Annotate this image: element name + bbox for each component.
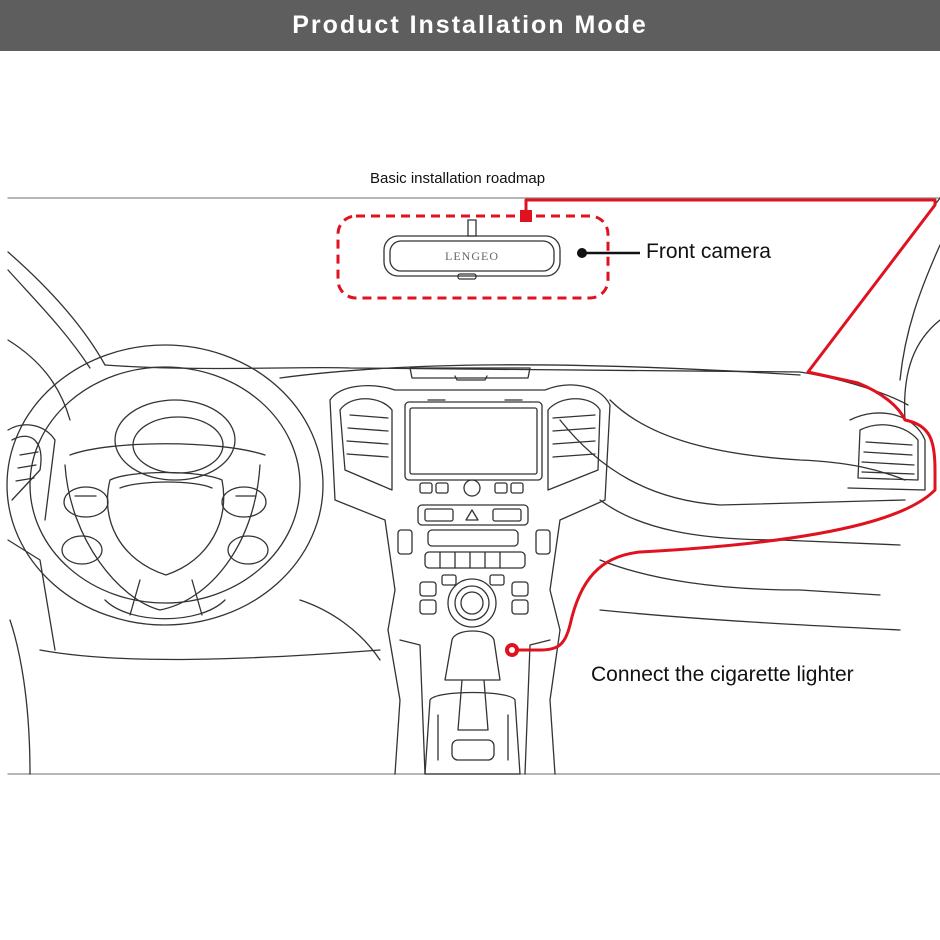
diagram-caption: Basic installation roadmap	[370, 170, 546, 187]
page-title: Product Installation Mode	[292, 11, 648, 39]
rearview-mirror-camera: LENGEO	[383, 219, 561, 280]
cigarette-lighter-label: Connect the cigarette lighter	[591, 663, 854, 686]
front-camera-label: Front camera	[646, 240, 771, 263]
mirror-brand-label: LENGEO	[445, 249, 499, 263]
pointer-dot	[577, 248, 587, 258]
front-camera-highlight	[336, 214, 610, 300]
wire-route	[512, 198, 937, 652]
camera-mount-marker	[520, 210, 532, 222]
header-bar: Product Installation Mode	[0, 0, 940, 51]
